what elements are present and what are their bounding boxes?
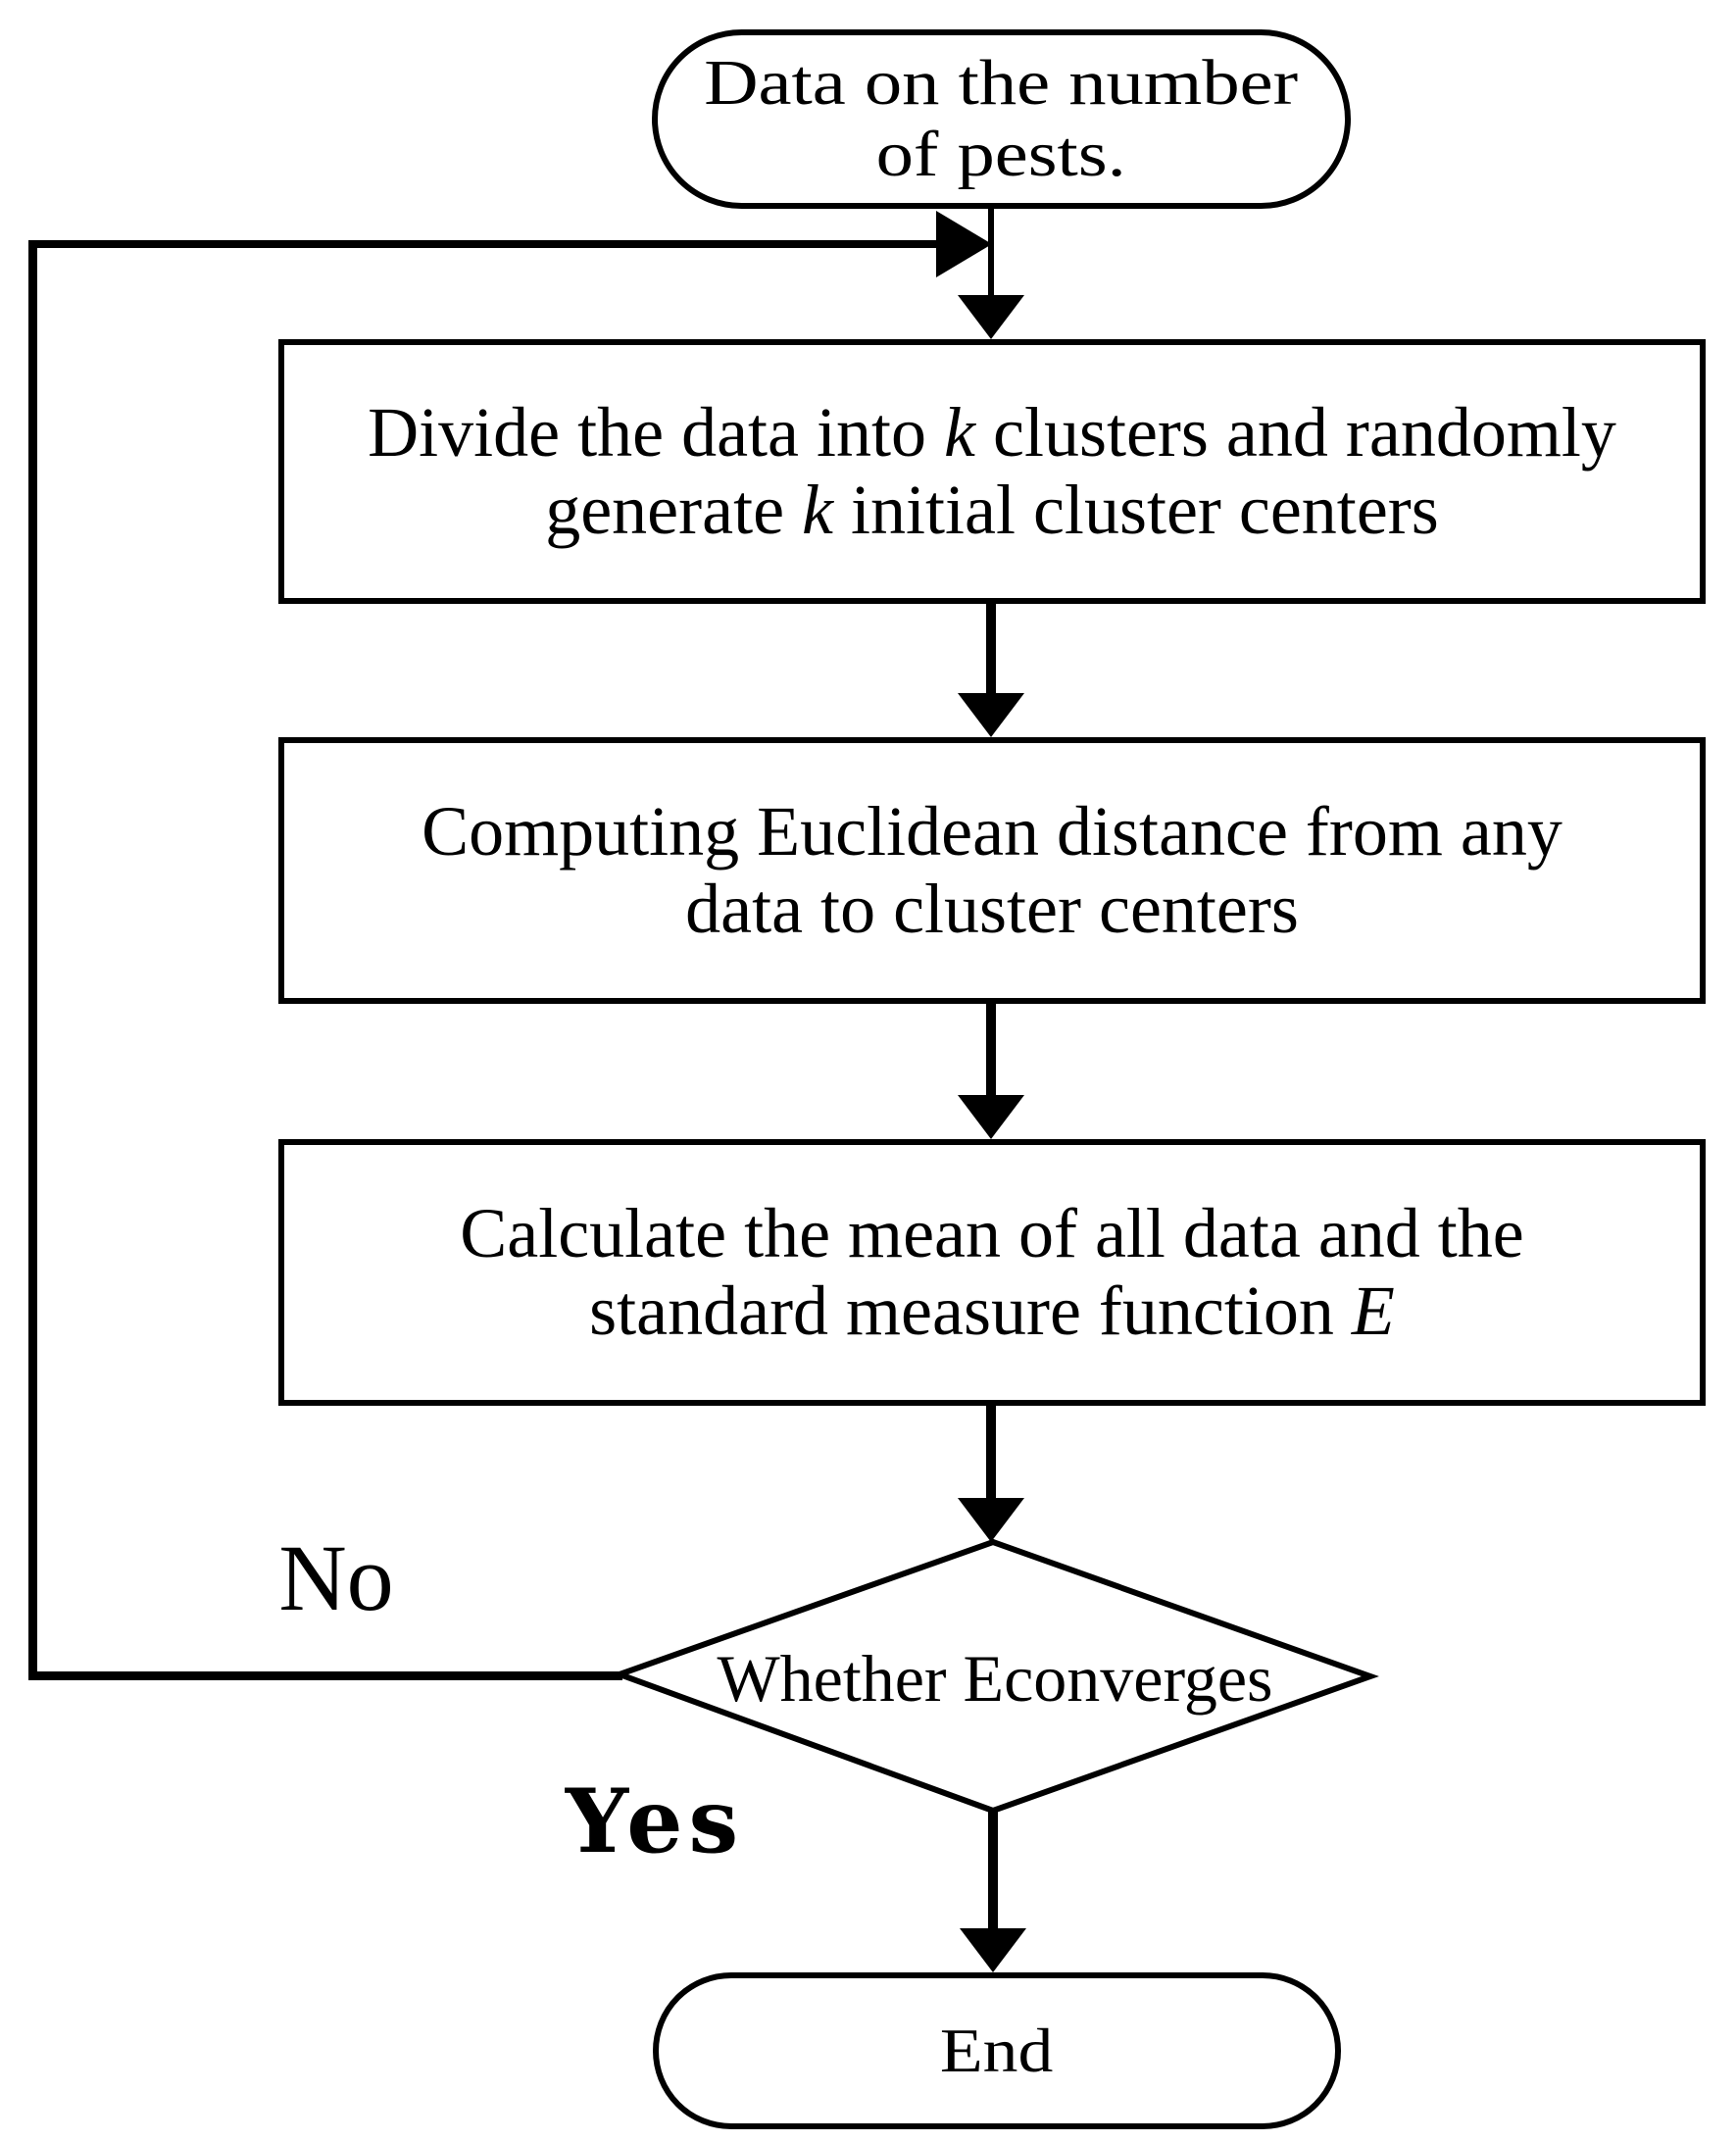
edge-step2-to-step3 [986,1004,996,1097]
edge-step1-to-step2 [986,604,996,695]
edge-decision-arrowhead-icon [960,1928,1026,1972]
edge-start-arrowhead-icon [958,295,1024,339]
no-branch-label: No [278,1525,394,1630]
edge-step3-arrowhead-icon [958,1498,1024,1542]
decision-label: Whether Econverges [717,1640,1273,1716]
edge-decision-to-end [988,1811,998,1930]
edge-step3-to-decision [986,1406,996,1500]
loop-top-line [28,240,936,248]
edge-step1-arrowhead-icon [958,693,1024,737]
no-branch-line [28,1671,622,1680]
process-divide-clusters-label: Divide the data into k clusters and rand… [368,392,1616,549]
edge-step2-arrowhead-icon [958,1095,1024,1139]
edge-start-to-step1 [988,209,994,297]
end-terminator: End [653,1972,1341,2129]
yes-branch-label: Yes [565,1769,745,1873]
loop-arrowhead-icon [936,211,992,277]
loop-left-line [28,240,37,1679]
end-terminator-label: End [940,2015,1054,2085]
process-divide-clusters: Divide the data into k clusters and rand… [278,339,1706,604]
